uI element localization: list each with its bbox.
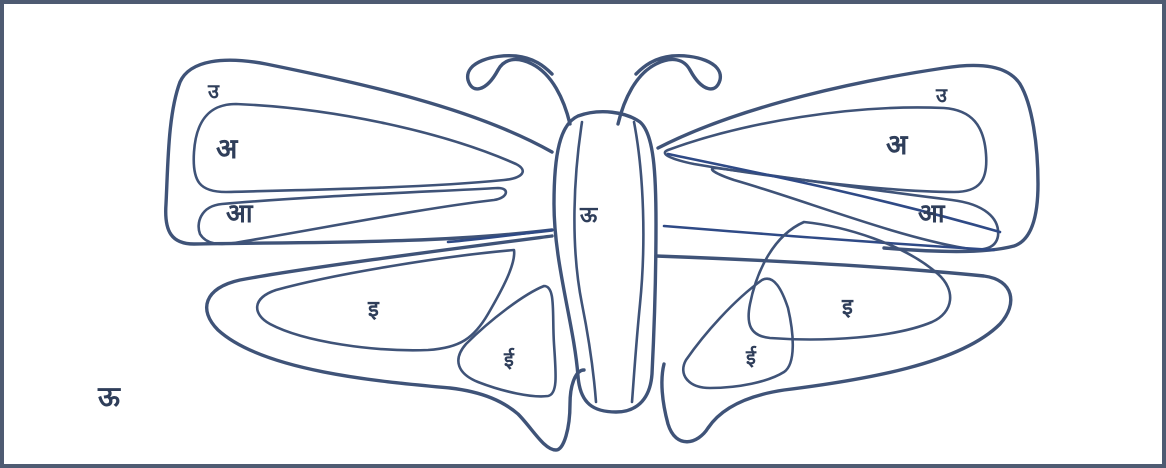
label-right-lower-inner: आ [918, 199, 946, 229]
bottom-left-caption: ऊ [97, 380, 121, 413]
right-vein-lower [664, 226, 994, 250]
left-hindwing-small-inner [458, 286, 555, 396]
label-right-upper-inner: अ [886, 128, 909, 161]
label-right-hind-small: ई [745, 345, 757, 369]
label-left-hind-large: इ [367, 297, 380, 322]
label-left-lower-inner: आ [226, 199, 254, 229]
butterfly-diagram: उ उ अ अ आ आ ऊ इ इ ई ई ऊ [4, 4, 1162, 464]
right-hindwing-outer [656, 256, 1011, 442]
left-antenna [468, 56, 570, 124]
right-forewing-upper-inner [665, 107, 986, 192]
right-forewing-lower-inner [712, 168, 998, 250]
body-inner-line-right [632, 122, 643, 402]
label-body: ऊ [579, 203, 598, 228]
label-right-hind-large: इ [841, 295, 854, 320]
label-left-upper-inner: अ [216, 132, 239, 165]
butterfly-body [554, 112, 656, 412]
right-forewing-outer [658, 65, 1038, 251]
label-left-hind-small: ई [503, 347, 515, 371]
left-hindwing-outer [207, 236, 584, 450]
right-antenna [618, 56, 720, 124]
label-top-left-outer: उ [207, 79, 220, 103]
label-top-right-outer: उ [935, 83, 948, 107]
right-hindwing-small-inner [683, 279, 793, 388]
